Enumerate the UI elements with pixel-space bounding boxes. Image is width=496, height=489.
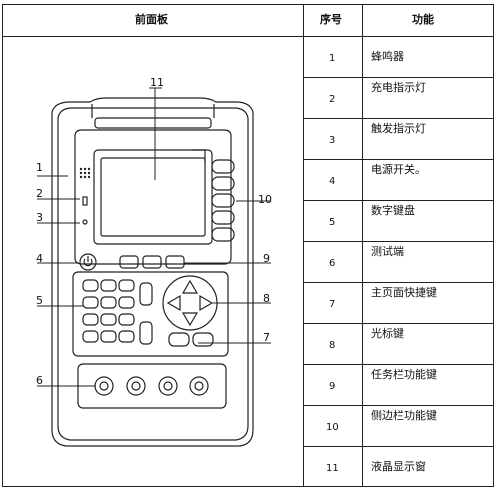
row-number: 6 <box>329 258 336 269</box>
power-button <box>79 253 97 271</box>
callout-6: 6 <box>36 374 43 387</box>
row-function: 触发指示灯 <box>371 122 426 135</box>
lcd-screen-area <box>100 157 206 237</box>
row-function: 蜂鸣器 <box>371 50 404 63</box>
numeric-keypad <box>82 279 153 345</box>
row-function: 主页面快捷键 <box>371 286 437 299</box>
callout-4: 4 <box>36 252 43 265</box>
side-key <box>211 159 235 174</box>
device-inner-body <box>57 107 249 441</box>
callout-5: 5 <box>36 294 43 307</box>
device-outer-body <box>51 97 254 447</box>
row-function: 电源开关。 <box>371 163 426 176</box>
side-key <box>211 210 235 225</box>
side-key <box>211 227 235 242</box>
row-number: 10 <box>326 422 339 433</box>
row-number: 2 <box>329 94 336 105</box>
row-number: 3 <box>329 135 336 146</box>
callout-3: 3 <box>36 211 43 224</box>
shortcut-key <box>168 332 190 347</box>
callout-10: 10 <box>258 193 272 206</box>
row-number: 5 <box>329 217 336 228</box>
row-number: 11 <box>326 463 339 474</box>
side-key <box>211 193 235 208</box>
task-key <box>165 255 185 269</box>
callout-11: 11 <box>150 76 164 89</box>
shortcut-key <box>192 332 214 347</box>
charge-led <box>82 196 88 206</box>
lcd-bezel <box>93 149 213 245</box>
cursor-keys <box>162 275 218 331</box>
header-function: 功能 <box>412 13 434 26</box>
row-function: 侧边栏功能键 <box>371 409 437 422</box>
callout-8: 8 <box>263 292 270 305</box>
task-key <box>142 255 162 269</box>
row-function: 液晶显示窗 <box>371 460 426 473</box>
device-front-panel-drawing: 1 2 3 4 5 6 7 8 9 10 11 <box>36 76 272 447</box>
row-number: 1 <box>329 53 336 64</box>
callout-9: 9 <box>263 252 270 265</box>
callout-7: 7 <box>263 331 270 344</box>
row-function: 任务栏功能键 <box>371 368 437 381</box>
header-index: 序号 <box>320 13 342 26</box>
row-number: 4 <box>329 176 336 187</box>
trigger-led <box>82 219 88 225</box>
test-terminals <box>94 376 209 396</box>
row-function: 充电指示灯 <box>371 81 426 94</box>
row-number: 8 <box>329 340 336 351</box>
row-function: 测试端 <box>371 245 404 258</box>
row-function: 光标键 <box>371 327 404 340</box>
callout-2: 2 <box>36 187 43 200</box>
row-number: 9 <box>329 381 336 392</box>
header-panel: 前面板 <box>135 13 168 26</box>
task-key <box>119 255 139 269</box>
row-number: 7 <box>329 299 336 310</box>
callout-1: 1 <box>36 161 43 174</box>
row-function: 数字键盘 <box>371 204 415 217</box>
side-key <box>211 176 235 191</box>
